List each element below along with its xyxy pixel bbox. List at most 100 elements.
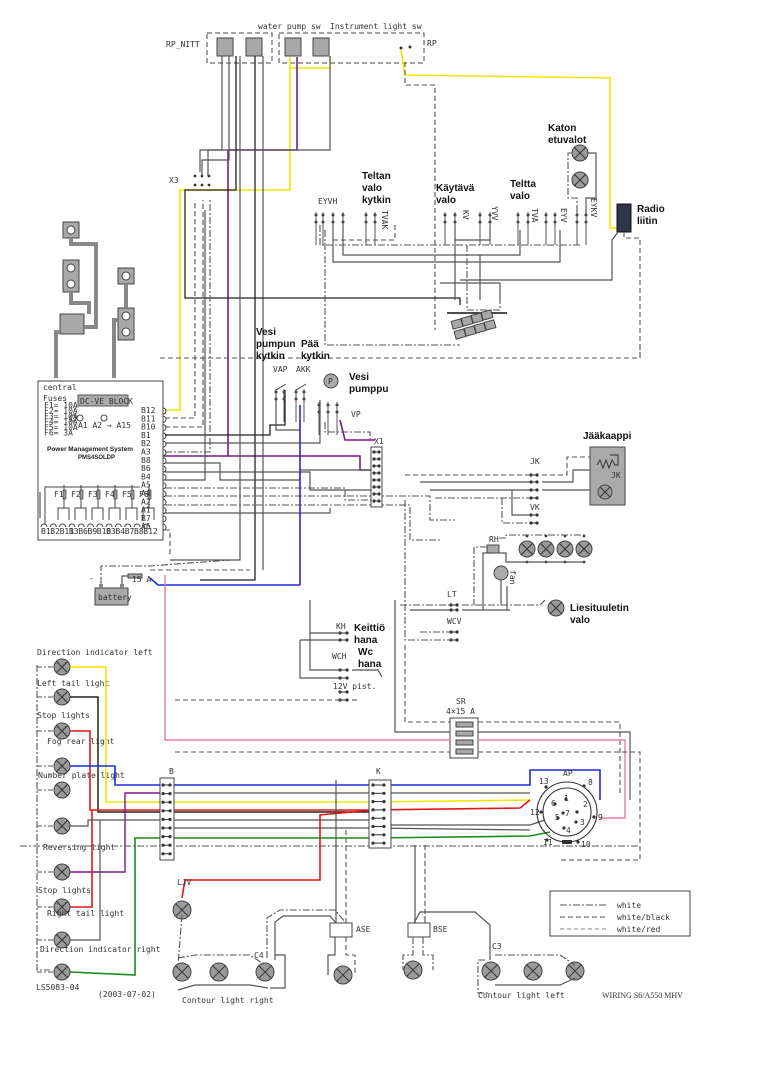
svg-text:Vesi: Vesi — [256, 327, 276, 338]
rh-lamp — [537, 540, 555, 558]
terminal-loop — [142, 523, 150, 528]
svg-text:pumpun: pumpun — [256, 339, 295, 350]
terminal-loop — [77, 523, 85, 528]
switch-pin — [317, 402, 321, 435]
upper-connector-pin — [544, 212, 548, 245]
jk-label: JK — [530, 457, 540, 466]
fuse-label: F3 — [88, 490, 98, 499]
rh-label: RH — [489, 535, 499, 544]
upper-connector-pin — [526, 212, 530, 245]
terminal-label: B7 — [141, 514, 151, 523]
x1-pin — [372, 464, 381, 468]
terminal-label: A6 — [141, 522, 151, 531]
svg-text:valo: valo — [510, 191, 530, 202]
contour-right-label: Contour light right — [182, 996, 274, 1005]
contour-lamp — [172, 962, 192, 982]
legend-white-black: white/black — [617, 913, 670, 922]
rh-resistor — [486, 544, 500, 554]
x1-pin — [372, 457, 381, 461]
rp-nitt-label: RP_NITT — [166, 40, 200, 49]
wch-label: WCH — [332, 652, 347, 661]
terminal-loop — [133, 523, 141, 528]
x3-block: X3 — [169, 174, 211, 187]
svg-text:Keittiö: Keittiö — [354, 623, 385, 634]
document-code: LS5083-04 — [36, 983, 80, 992]
eyv-label: EYV — [559, 208, 568, 223]
tvak-label: TVAK — [380, 210, 389, 229]
rear-light-lamp — [53, 963, 71, 981]
terminal-label: B10 — [97, 527, 112, 536]
rear-light-label: Right tail light — [47, 909, 124, 918]
ap-pin — [544, 785, 548, 789]
instrument-light-switch — [312, 37, 330, 57]
terminal-loop — [162, 415, 167, 423]
k-block-pin — [371, 833, 386, 837]
ap-pin — [545, 838, 549, 842]
lt-pin — [449, 630, 459, 634]
rear-light-label: Stop lights — [37, 711, 90, 720]
water-pump-switch — [284, 37, 302, 57]
b-block-pin — [161, 835, 172, 839]
x1-pin — [372, 450, 381, 454]
svg-text:liitin: liitin — [637, 216, 658, 227]
svg-text:hana: hana — [354, 635, 378, 646]
teltta-label: Teltta — [510, 179, 536, 190]
eyvh-label: EYVH — [318, 197, 337, 206]
contour-lamp — [481, 961, 501, 981]
upper-connector-pin — [575, 212, 579, 245]
pist-label: 12V pist. — [333, 682, 376, 691]
fuse-rating: F4= 10A — [44, 418, 78, 427]
switch-pin — [335, 402, 339, 435]
terminal-loop — [68, 523, 76, 528]
terminal-label: B6 — [141, 464, 151, 473]
rear-light-label: Direction indicator right — [40, 945, 161, 954]
socket-group — [54, 221, 135, 378]
upper-connectors: Teltan valo kytkin Käytävä valo Teltta v… — [318, 123, 665, 229]
kh-pin — [338, 690, 349, 694]
terminal-label: A5 — [141, 481, 151, 490]
jk-pin — [529, 521, 539, 525]
svg-text:kytkin: kytkin — [301, 351, 330, 362]
terminal-loop — [162, 507, 167, 515]
terminal-loop — [162, 523, 167, 531]
terminal-loop — [162, 473, 167, 481]
upper-connector-pin — [553, 212, 557, 245]
terminal-label: B2 — [141, 439, 151, 448]
svg-text:kytkin: kytkin — [256, 351, 285, 362]
terminal-label: B3 — [69, 527, 79, 536]
k-block-pin — [371, 800, 386, 804]
rear-light-label: Reversing light — [43, 843, 115, 852]
fuses-heading: Fuses — [43, 394, 67, 403]
rear-light-lamp — [53, 781, 71, 799]
rear-light-lamp — [53, 658, 71, 676]
contour-lamp — [565, 961, 585, 981]
terminal-label: B3 — [106, 527, 116, 536]
instrument-light-sw-label: Instrument light sw — [330, 22, 422, 31]
ap-pin-label: 7 — [565, 809, 570, 818]
terminal-loop — [162, 457, 167, 465]
terminal-label: A2 — [141, 497, 151, 506]
fuse-label: F6 — [139, 490, 149, 499]
b-block-pin — [161, 843, 172, 847]
x1-pin — [372, 478, 381, 482]
rear-light-lamp — [53, 931, 71, 949]
rear-light-lamp — [53, 817, 71, 835]
ap-pin — [553, 802, 557, 806]
battery-label: battery — [98, 593, 132, 602]
svg-text:hana: hana — [358, 659, 382, 670]
svg-text:etuvalot: etuvalot — [548, 135, 587, 146]
fuse-rating: F1= 10A — [44, 401, 78, 410]
akk-label: AKK — [296, 365, 311, 374]
terminal-label: A3 — [141, 448, 151, 457]
terminal-label: A4 — [141, 489, 151, 498]
contour-lamp — [403, 960, 423, 980]
terminal-loop — [40, 523, 48, 528]
fuse-label: F2 — [71, 490, 81, 499]
dc-ve-block — [77, 394, 129, 407]
ap-pin — [562, 826, 566, 830]
terminal-loop — [162, 515, 167, 523]
jk-pin — [529, 473, 539, 477]
terminal-label: B10 — [141, 423, 156, 432]
switch-pin — [326, 402, 330, 435]
